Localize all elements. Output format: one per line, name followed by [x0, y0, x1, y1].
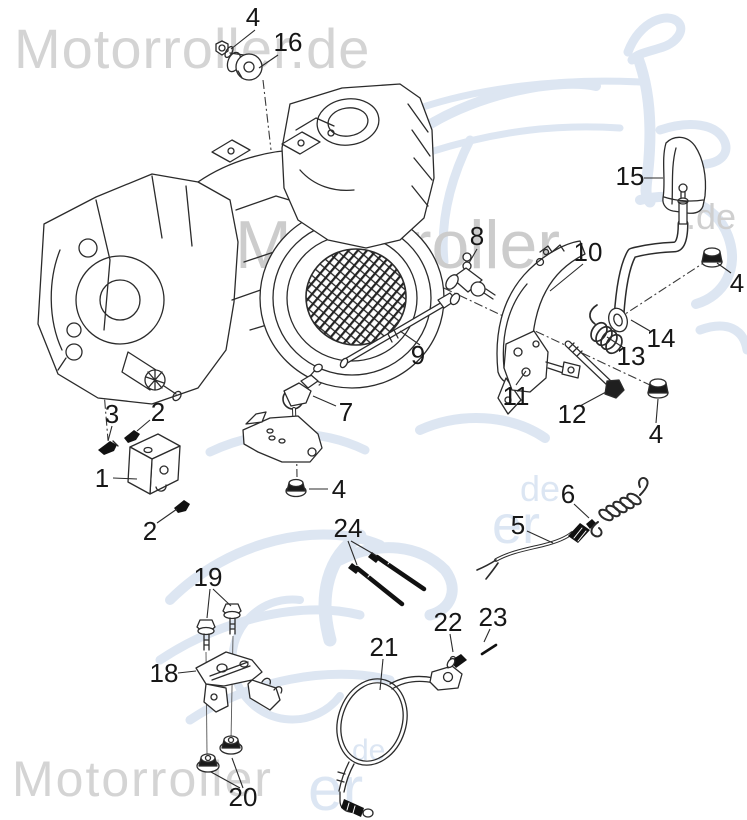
part-23-pin — [480, 643, 498, 656]
callout-label-10-4: 10 — [573, 237, 603, 267]
fan-shroud — [259, 207, 445, 389]
watermark-text-top: Motorroller.de — [14, 17, 371, 80]
callout-label-14-6: 14 — [646, 323, 676, 353]
watermark-text-bottom: Motorroller — [12, 751, 273, 807]
leader-line-16 — [258, 54, 279, 69]
leader-line-6 — [573, 503, 590, 519]
leader-line-1 — [112, 477, 138, 480]
loose-parts — [98, 40, 723, 818]
leader-line-2 — [136, 419, 151, 432]
callout-label-5-20: 5 — [510, 510, 526, 540]
part-13-return-spring — [589, 304, 623, 355]
callout-label-19-21: 19 — [193, 562, 223, 592]
callout-label-4-0: 4 — [245, 2, 261, 32]
leader-line-24 — [347, 540, 358, 566]
part-1-bracket — [127, 433, 181, 495]
cylinder-head — [281, 83, 435, 249]
watermark-blue-de-mid: de — [520, 468, 561, 509]
part-15-gear-knob — [662, 136, 707, 214]
callout-label-21-25: 21 — [369, 632, 399, 662]
leader-line-4 — [230, 29, 256, 50]
part-19-bolts — [196, 603, 242, 651]
part-22-pin — [446, 654, 467, 669]
part-5-cable-end — [476, 519, 596, 580]
part-4-nut-mid — [647, 378, 669, 399]
leader-line-23 — [483, 628, 491, 643]
leader-line-21 — [379, 658, 384, 691]
part-16-rubber-mount — [226, 51, 263, 81]
part-6-spring — [590, 477, 649, 538]
leader-line-24 — [350, 540, 378, 557]
output-shaft — [121, 351, 182, 402]
leader-line-4 — [655, 398, 659, 424]
part-14-shift-lever — [608, 183, 689, 333]
crankcase-left — [37, 173, 239, 405]
leader-line-14 — [630, 319, 651, 332]
part-24-studs — [348, 552, 427, 607]
fan-grille — [305, 248, 407, 346]
leader-line-20 — [231, 757, 244, 789]
callout-label-4-5: 4 — [729, 268, 745, 298]
leader-line-2 — [156, 508, 178, 524]
engine-assembly — [37, 83, 445, 405]
callout-label-11-9: 11 — [502, 381, 530, 411]
callout-label-24-18: 24 — [333, 513, 363, 543]
callout-label-16-1: 16 — [273, 27, 303, 57]
part-2-screw-top — [124, 430, 140, 443]
part-7-ball-joint — [282, 363, 323, 440]
callout-label-4-11: 4 — [648, 419, 664, 449]
callout-label-22-23: 22 — [433, 607, 463, 637]
leader-line-20 — [210, 771, 241, 789]
callout-label-8-3: 8 — [469, 221, 485, 251]
part-2-screw-bottom — [174, 500, 190, 513]
leader-line-11 — [515, 370, 527, 386]
leader-line-5 — [526, 530, 554, 544]
part-21-cable — [336, 655, 463, 818]
callout-label-9-8: 9 — [410, 340, 426, 370]
callout-label-23-24: 23 — [478, 602, 508, 632]
part-11-bracket — [503, 330, 581, 393]
callout-label-2-17: 2 — [142, 516, 158, 546]
callout-label-3-12: 3 — [104, 399, 120, 429]
leader-line-9 — [399, 330, 421, 346]
leader-line-4 — [716, 262, 732, 274]
leader-line-19 — [212, 588, 232, 607]
callout-label-18-22: 18 — [149, 658, 179, 688]
part-4-nut-below-7 — [285, 478, 307, 498]
callout-label-6-19: 6 — [560, 479, 576, 509]
callout-label-4-16: 4 — [331, 474, 347, 504]
callout-label-1-15: 1 — [94, 463, 110, 493]
part-9-gear-rod — [339, 292, 461, 369]
part-20-flange-nuts — [196, 735, 243, 773]
callout-label-7-14: 7 — [338, 397, 354, 427]
leader-line-19 — [206, 588, 211, 619]
part-7-mount-plate — [242, 411, 323, 463]
leader-line-3 — [107, 425, 113, 442]
callout-label-15-2: 15 — [615, 161, 645, 191]
leader-line-10 — [549, 263, 584, 292]
callout-label-13-7: 13 — [616, 341, 646, 371]
part-18-bracket — [195, 651, 283, 713]
part-8-ball-joint — [445, 252, 496, 300]
part-4-nut-top — [215, 40, 234, 59]
part-3-screw — [98, 440, 119, 455]
watermark-blue-er-mid: er — [492, 495, 541, 555]
leader-line-18 — [177, 670, 197, 674]
leader-line-22 — [449, 633, 454, 653]
callout-label-12-10: 12 — [557, 399, 587, 429]
part-4-nut-right — [701, 247, 723, 268]
part-12-bolt — [564, 340, 625, 399]
callout-label-2-13: 2 — [150, 397, 166, 427]
callout-label-20-26: 20 — [228, 782, 258, 812]
leader-line-8 — [468, 248, 478, 264]
leader-line-13 — [606, 336, 625, 349]
leader-line-7 — [312, 395, 337, 407]
leader-line-12 — [579, 391, 607, 407]
